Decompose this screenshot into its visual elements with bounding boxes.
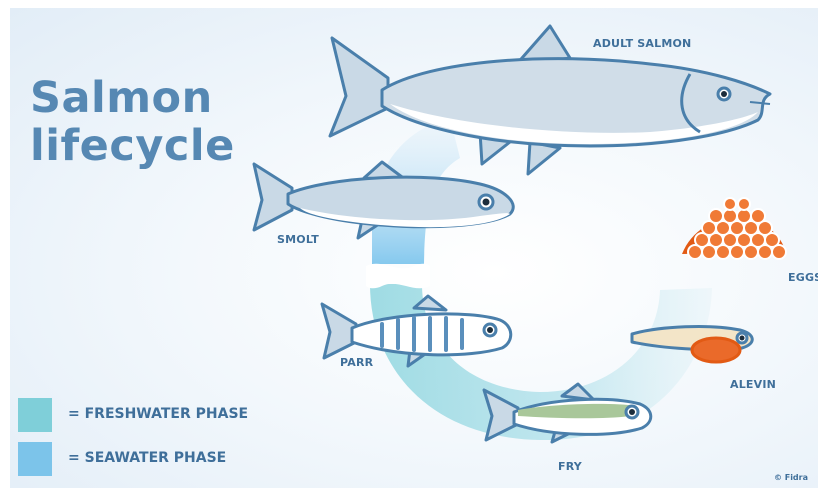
label-fry: FRY xyxy=(558,460,582,473)
label-eggs: EGGS xyxy=(788,271,818,284)
label-alevin: ALEVIN xyxy=(730,378,776,391)
label-adult-salmon: ADULT SALMON xyxy=(593,37,691,50)
page-title: Salmon lifecycle xyxy=(30,74,235,170)
title-line-2: lifecycle xyxy=(30,122,235,170)
freshwater-swatch xyxy=(18,398,52,432)
smolt-illustration xyxy=(254,162,513,238)
label-smolt: SMOLT xyxy=(277,233,319,246)
freshwater-legend-label: = FRESHWATER PHASE xyxy=(68,406,248,422)
eggs-illustration xyxy=(682,198,786,259)
diagram-frame: Salmon lifecycle ADULT SALMON SMOLT EGGS… xyxy=(10,8,818,488)
label-parr: PARR xyxy=(340,356,373,369)
seawater-legend-label: = SEAWATER PHASE xyxy=(68,450,226,466)
seawater-swatch xyxy=(18,442,52,476)
credit: © Fidra xyxy=(774,473,808,482)
title-line-1: Salmon xyxy=(30,74,235,122)
